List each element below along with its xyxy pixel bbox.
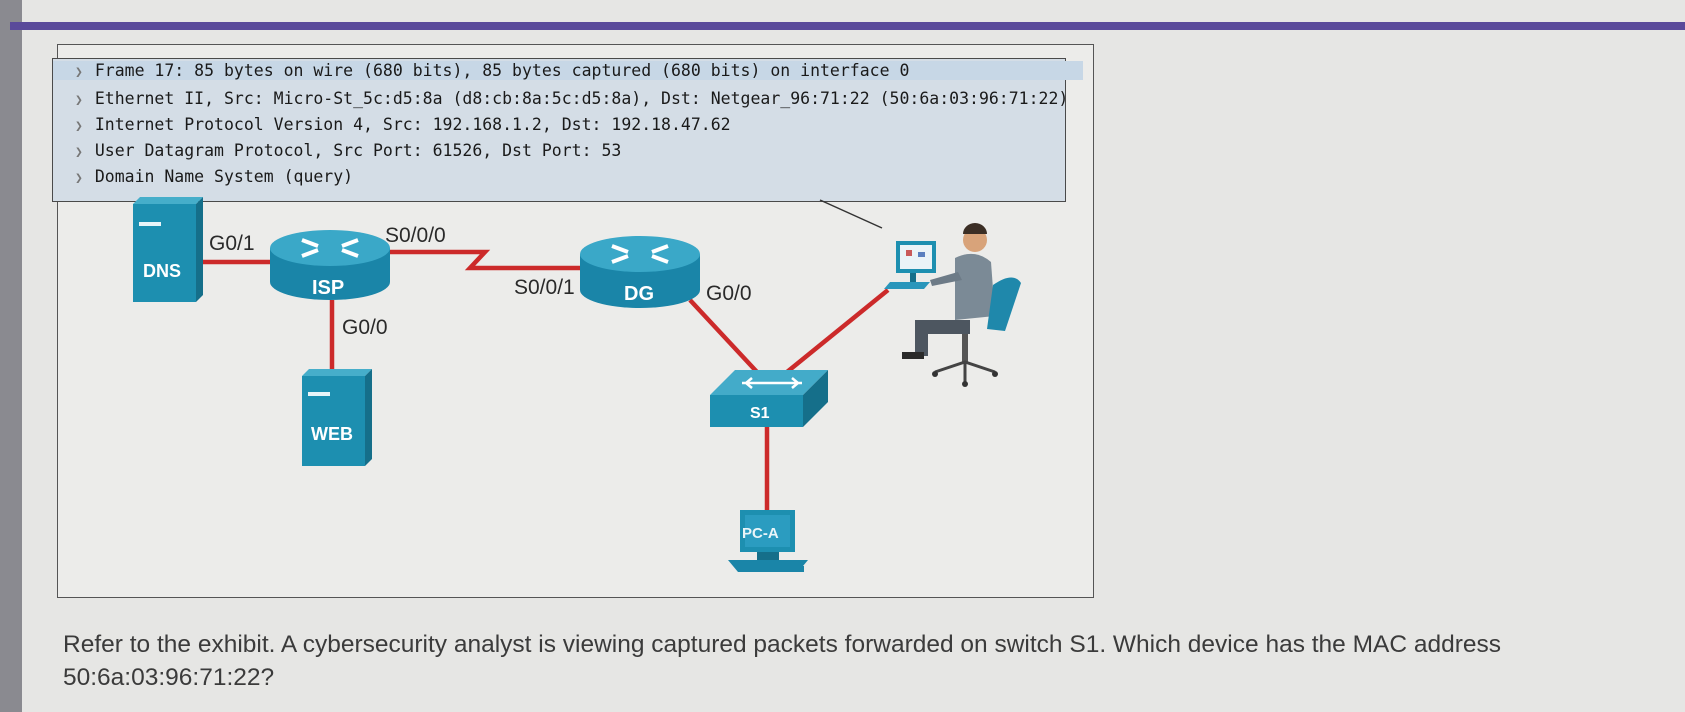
link-s1-host: [785, 288, 890, 374]
chevron-right-icon[interactable]: ❯: [75, 119, 83, 134]
interface-label-isp-g01: G0/1: [209, 232, 255, 255]
web-server-icon[interactable]: WEB: [302, 369, 372, 466]
packet-row-label: User Datagram Protocol, Src Port: 61526,…: [94, 141, 622, 160]
packet-details-pane: ❯ Frame 17: 85 bytes on wire (680 bits), …: [52, 58, 1083, 202]
device-label-dns: DNS: [143, 261, 181, 281]
device-label-web: WEB: [311, 424, 353, 444]
monitor-edge: [0, 0, 22, 712]
chevron-right-icon[interactable]: ❯: [75, 93, 83, 108]
user-workstation-icon[interactable]: [884, 223, 1021, 387]
packet-row-dns[interactable]: ❯ Domain Name System (query): [75, 167, 353, 186]
link-isp-dg-serial: [388, 249, 582, 271]
pca-computer-icon[interactable]: PC-A: [728, 510, 808, 572]
device-label-isp: ISP: [312, 277, 344, 299]
isp-router-icon[interactable]: ISP: [270, 230, 390, 300]
interface-label-isp-g00: G0/0: [342, 316, 388, 339]
s1-switch-icon[interactable]: S1: [710, 370, 828, 427]
packet-row-label: Domain Name System (query): [94, 167, 354, 186]
packet-row-frame[interactable]: ❯ Frame 17: 85 bytes on wire (680 bits), …: [53, 61, 1083, 80]
dg-router-icon[interactable]: DG: [580, 236, 700, 308]
packet-row-udp[interactable]: ❯ User Datagram Protocol, Src Port: 61526…: [75, 141, 621, 160]
device-label-pca: PC-A: [742, 525, 779, 542]
chevron-right-icon[interactable]: ❯: [75, 65, 83, 80]
question-text: Refer to the exhibit. A cybersecurity an…: [63, 631, 1502, 691]
packet-row-label: Internet Protocol Version 4, Src: 192.16…: [94, 115, 731, 134]
header-accent-bar: [10, 22, 1685, 30]
dns-server-icon[interactable]: DNS: [133, 197, 203, 302]
chevron-right-icon[interactable]: ❯: [75, 171, 83, 186]
callout-line: [819, 199, 883, 229]
chevron-right-icon[interactable]: ❯: [75, 145, 83, 160]
packet-row-label: Ethernet II, Src: Micro-St_5c:d5:8a (d8:…: [94, 89, 1069, 108]
interface-label-dg-s001: S0/0/1: [514, 276, 575, 299]
interface-label-isp-s000: S0/0/0: [385, 224, 446, 247]
interface-label-dg-g00: G0/0: [706, 282, 752, 305]
packet-row-ethernet[interactable]: ❯ Ethernet II, Src: Micro-St_5c:d5:8a (d8…: [75, 89, 1068, 108]
packet-row-label: Frame 17: 85 bytes on wire (680 bits), 8…: [94, 61, 910, 80]
device-label-s1: S1: [750, 405, 770, 422]
device-label-dg: DG: [624, 283, 654, 305]
packet-row-ip[interactable]: ❯ Internet Protocol Version 4, Src: 192.1…: [75, 115, 731, 134]
network-links: [196, 249, 890, 510]
link-dg-s1: [688, 298, 759, 374]
